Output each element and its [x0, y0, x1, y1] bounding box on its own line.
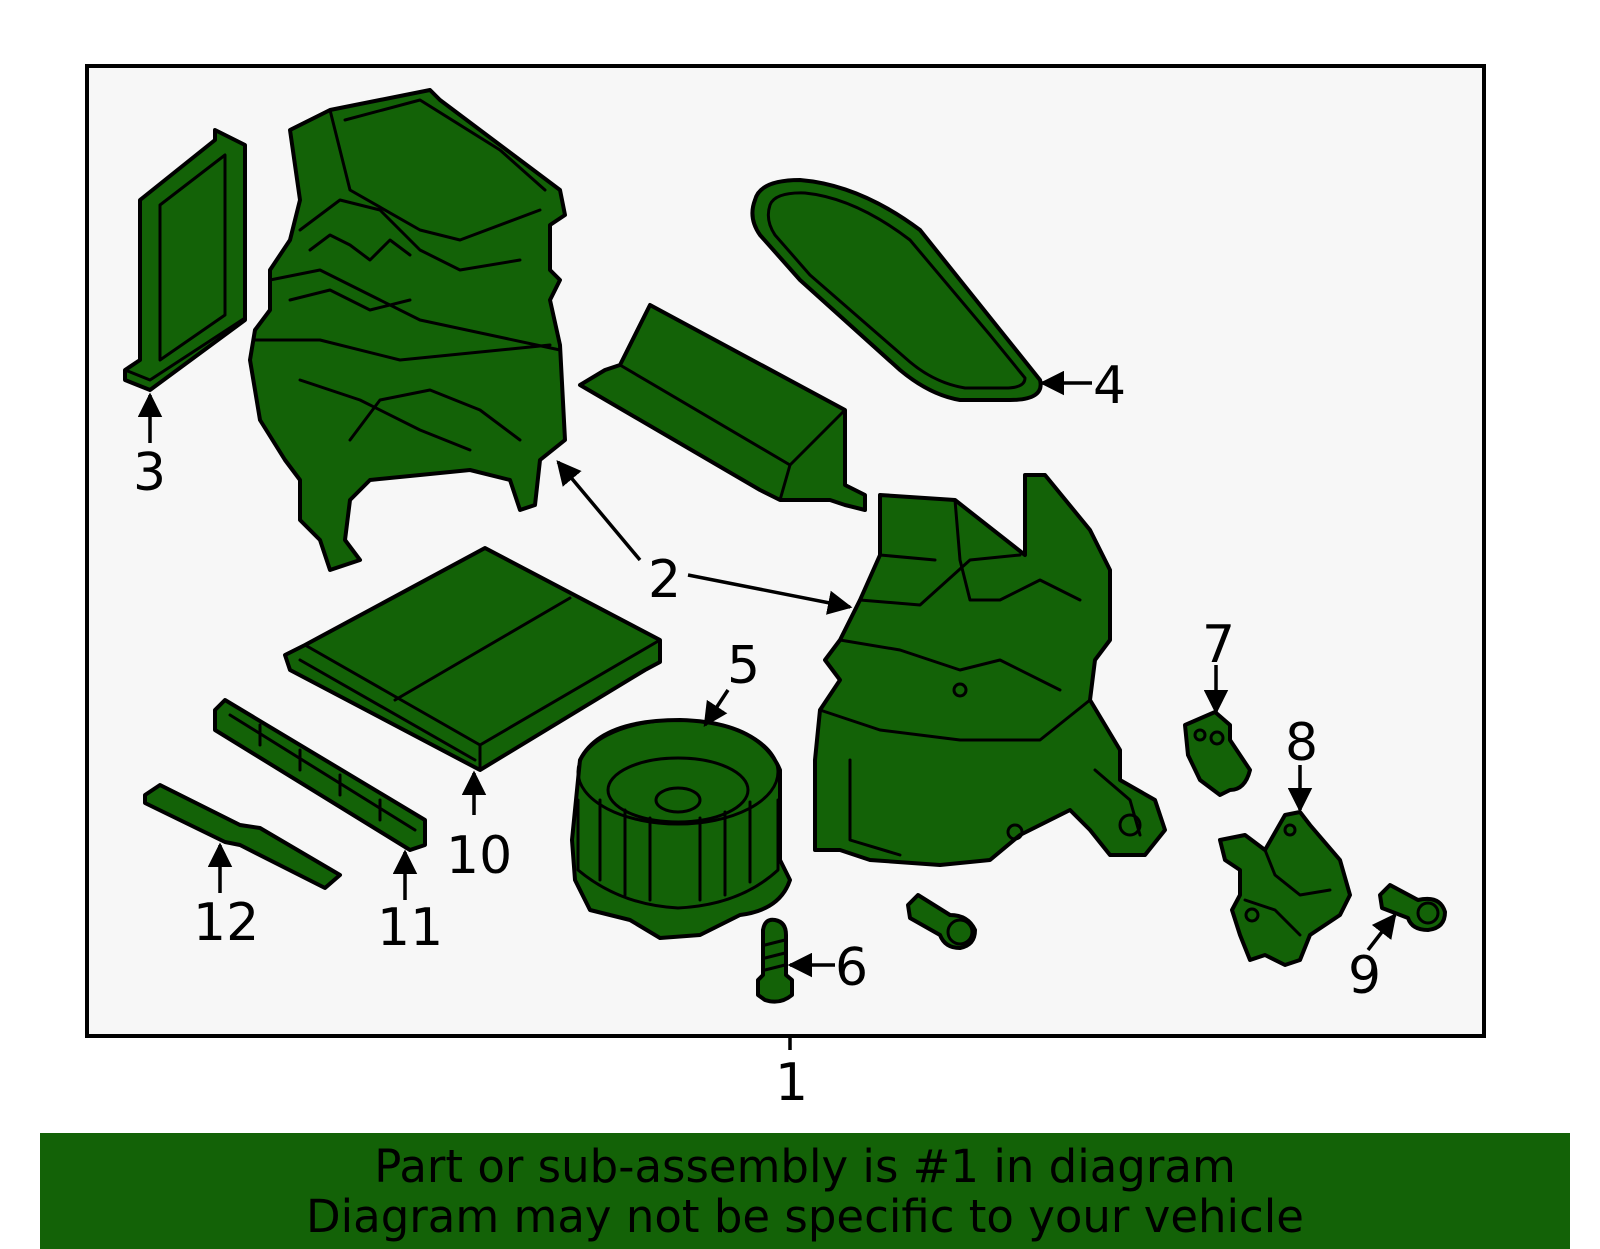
callout-2: 2	[648, 550, 681, 610]
part-8-actuator[interactable]	[1218, 810, 1352, 967]
leader-lines	[137, 370, 1397, 1050]
part-11-filter-strip[interactable]	[213, 698, 427, 852]
housing-cover-plate[interactable]	[578, 303, 867, 512]
banner-line-1: Part or sub-assembly is #1 in diagram	[374, 1140, 1236, 1193]
callout-8: 8	[1285, 713, 1318, 773]
leader-9	[1366, 913, 1397, 952]
part-2-lower-housing[interactable]	[813, 473, 1167, 867]
part-4-seal[interactable]	[750, 178, 1043, 402]
callout-6: 6	[835, 938, 868, 998]
part-9-screw[interactable]	[1378, 883, 1447, 932]
callout-9: 9	[1348, 946, 1381, 1006]
callout-5: 5	[727, 636, 760, 696]
callout-11: 11	[377, 898, 443, 958]
leader-2a	[556, 460, 642, 562]
callouts: 3 4 2 5 7 8 10 11 12 6 9 1	[133, 356, 1381, 1113]
part-2-upper-housing[interactable]	[248, 88, 567, 572]
leader-5	[703, 689, 730, 728]
callout-12: 12	[193, 893, 259, 953]
part-10-cabin-filter[interactable]	[283, 546, 662, 772]
callout-3: 3	[133, 443, 166, 503]
part-6-screw[interactable]	[756, 917, 794, 1004]
part-12-strip[interactable]	[143, 783, 342, 890]
part-3-filter-frame[interactable]	[123, 128, 247, 392]
part-7-connector[interactable]	[1183, 710, 1252, 797]
mounting-screw[interactable]	[906, 893, 977, 950]
callout-7: 7	[1202, 615, 1235, 675]
callout-4: 4	[1093, 356, 1126, 416]
callout-1: 1	[775, 1053, 808, 1113]
callout-10: 10	[446, 826, 512, 886]
banner-line-2: Diagram may not be specific to your vehi…	[306, 1190, 1304, 1243]
info-banner: Part or sub-assembly is #1 in diagram Di…	[40, 1133, 1570, 1249]
part-5-blower-motor[interactable]	[570, 718, 792, 940]
leader-2b	[687, 573, 853, 615]
